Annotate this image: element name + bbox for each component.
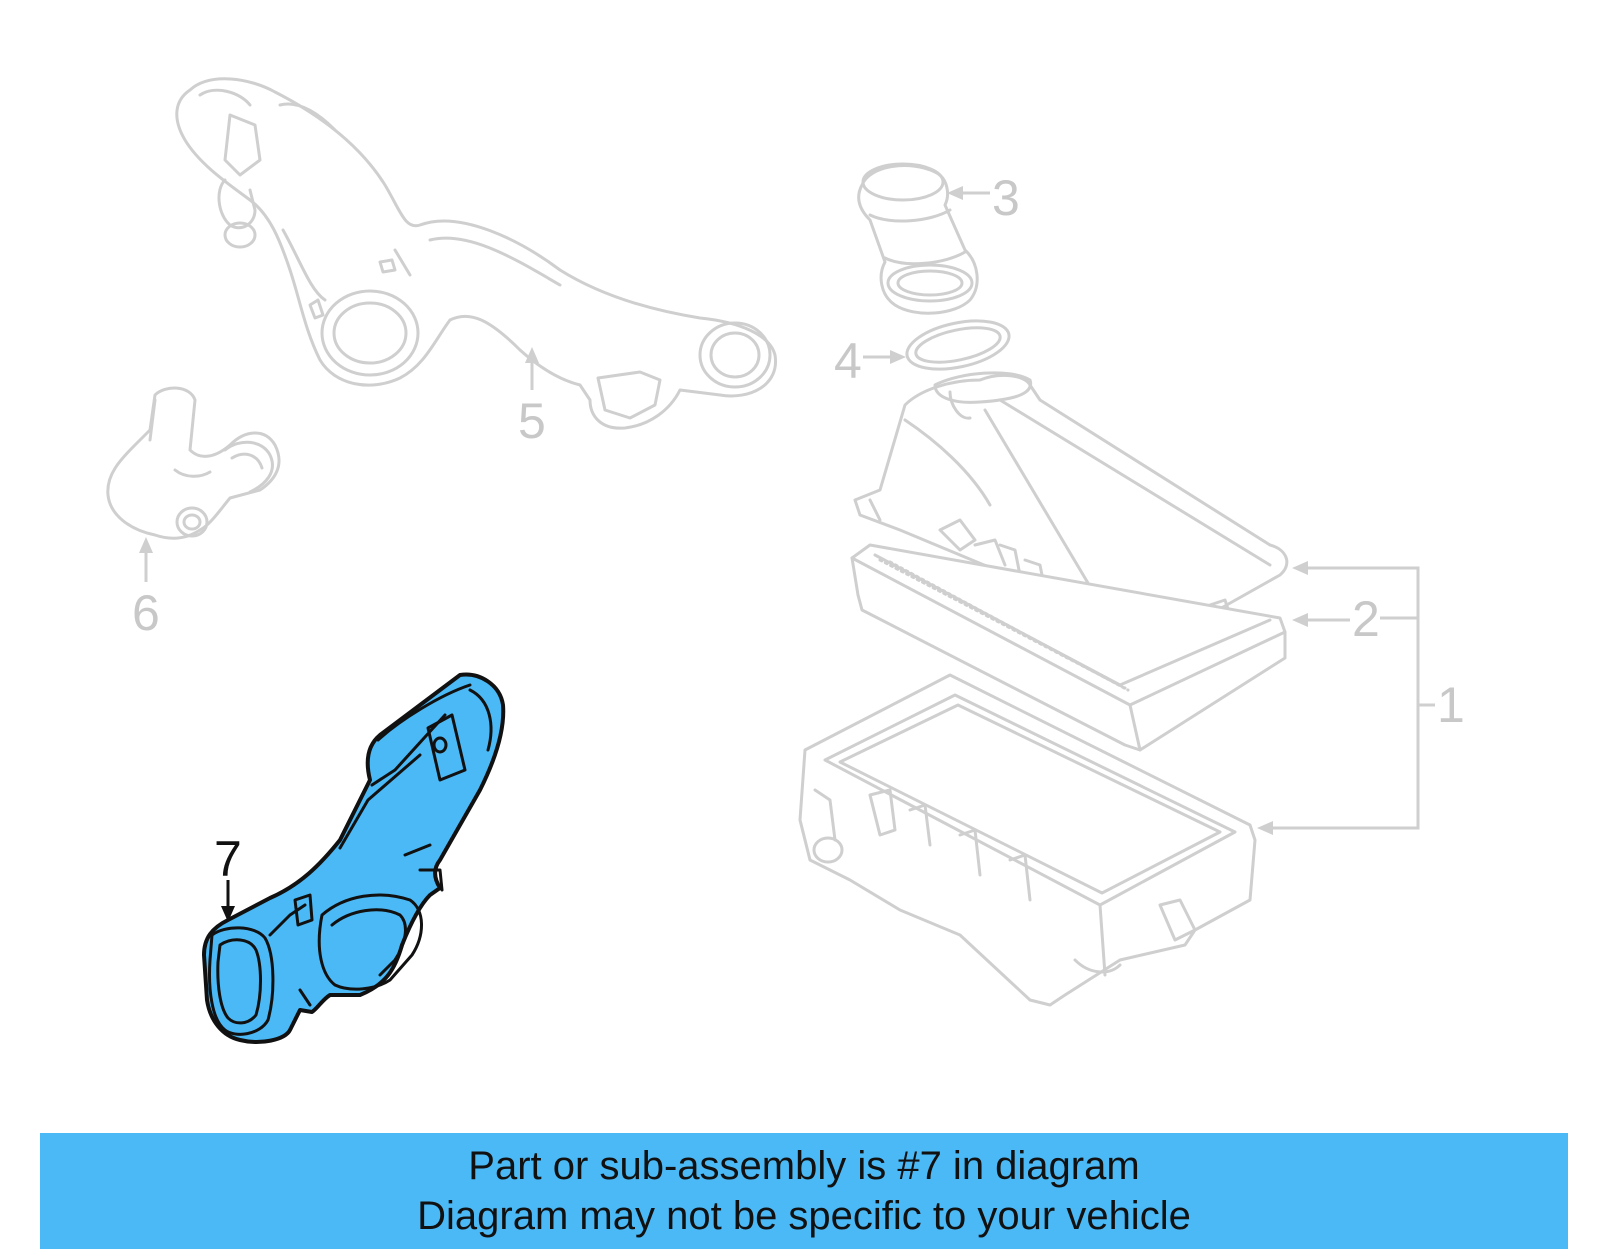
callout-6-label: 6 <box>132 585 160 641</box>
callout-3-label: 3 <box>992 170 1020 226</box>
callout-1-label: 1 <box>1437 677 1465 733</box>
callout-5-label: 5 <box>518 393 546 449</box>
callout-6-leader <box>139 537 153 582</box>
callout-4-leader <box>863 350 906 364</box>
callout-4-label: 4 <box>834 333 862 389</box>
part-1-air-cleaner-lower <box>798 673 1257 1007</box>
banner-line-2: Diagram may not be specific to your vehi… <box>417 1194 1191 1238</box>
part-5-intake-hose <box>175 77 777 430</box>
callout-2-leader <box>1292 613 1418 627</box>
part-4-gasket <box>905 319 1011 371</box>
callout-2-label: 2 <box>1352 591 1380 647</box>
callout-5-leader <box>525 347 539 390</box>
part-3-sensor-housing <box>857 162 979 315</box>
part-6-elbow-hose <box>106 386 281 540</box>
part-7-air-intake-duct-highlighted[interactable] <box>202 672 506 1044</box>
callout-7-leader <box>221 880 235 922</box>
part-1-air-cleaner-cover <box>853 371 1289 642</box>
callout-3-leader <box>947 186 990 200</box>
part-2-air-filter <box>850 543 1287 752</box>
callout-1-bracket <box>1257 561 1435 835</box>
info-banner: Part or sub-assembly is #7 in diagram Di… <box>40 1133 1568 1249</box>
callout-7-label: 7 <box>214 831 242 887</box>
banner-line-1: Part or sub-assembly is #7 in diagram <box>468 1144 1140 1188</box>
